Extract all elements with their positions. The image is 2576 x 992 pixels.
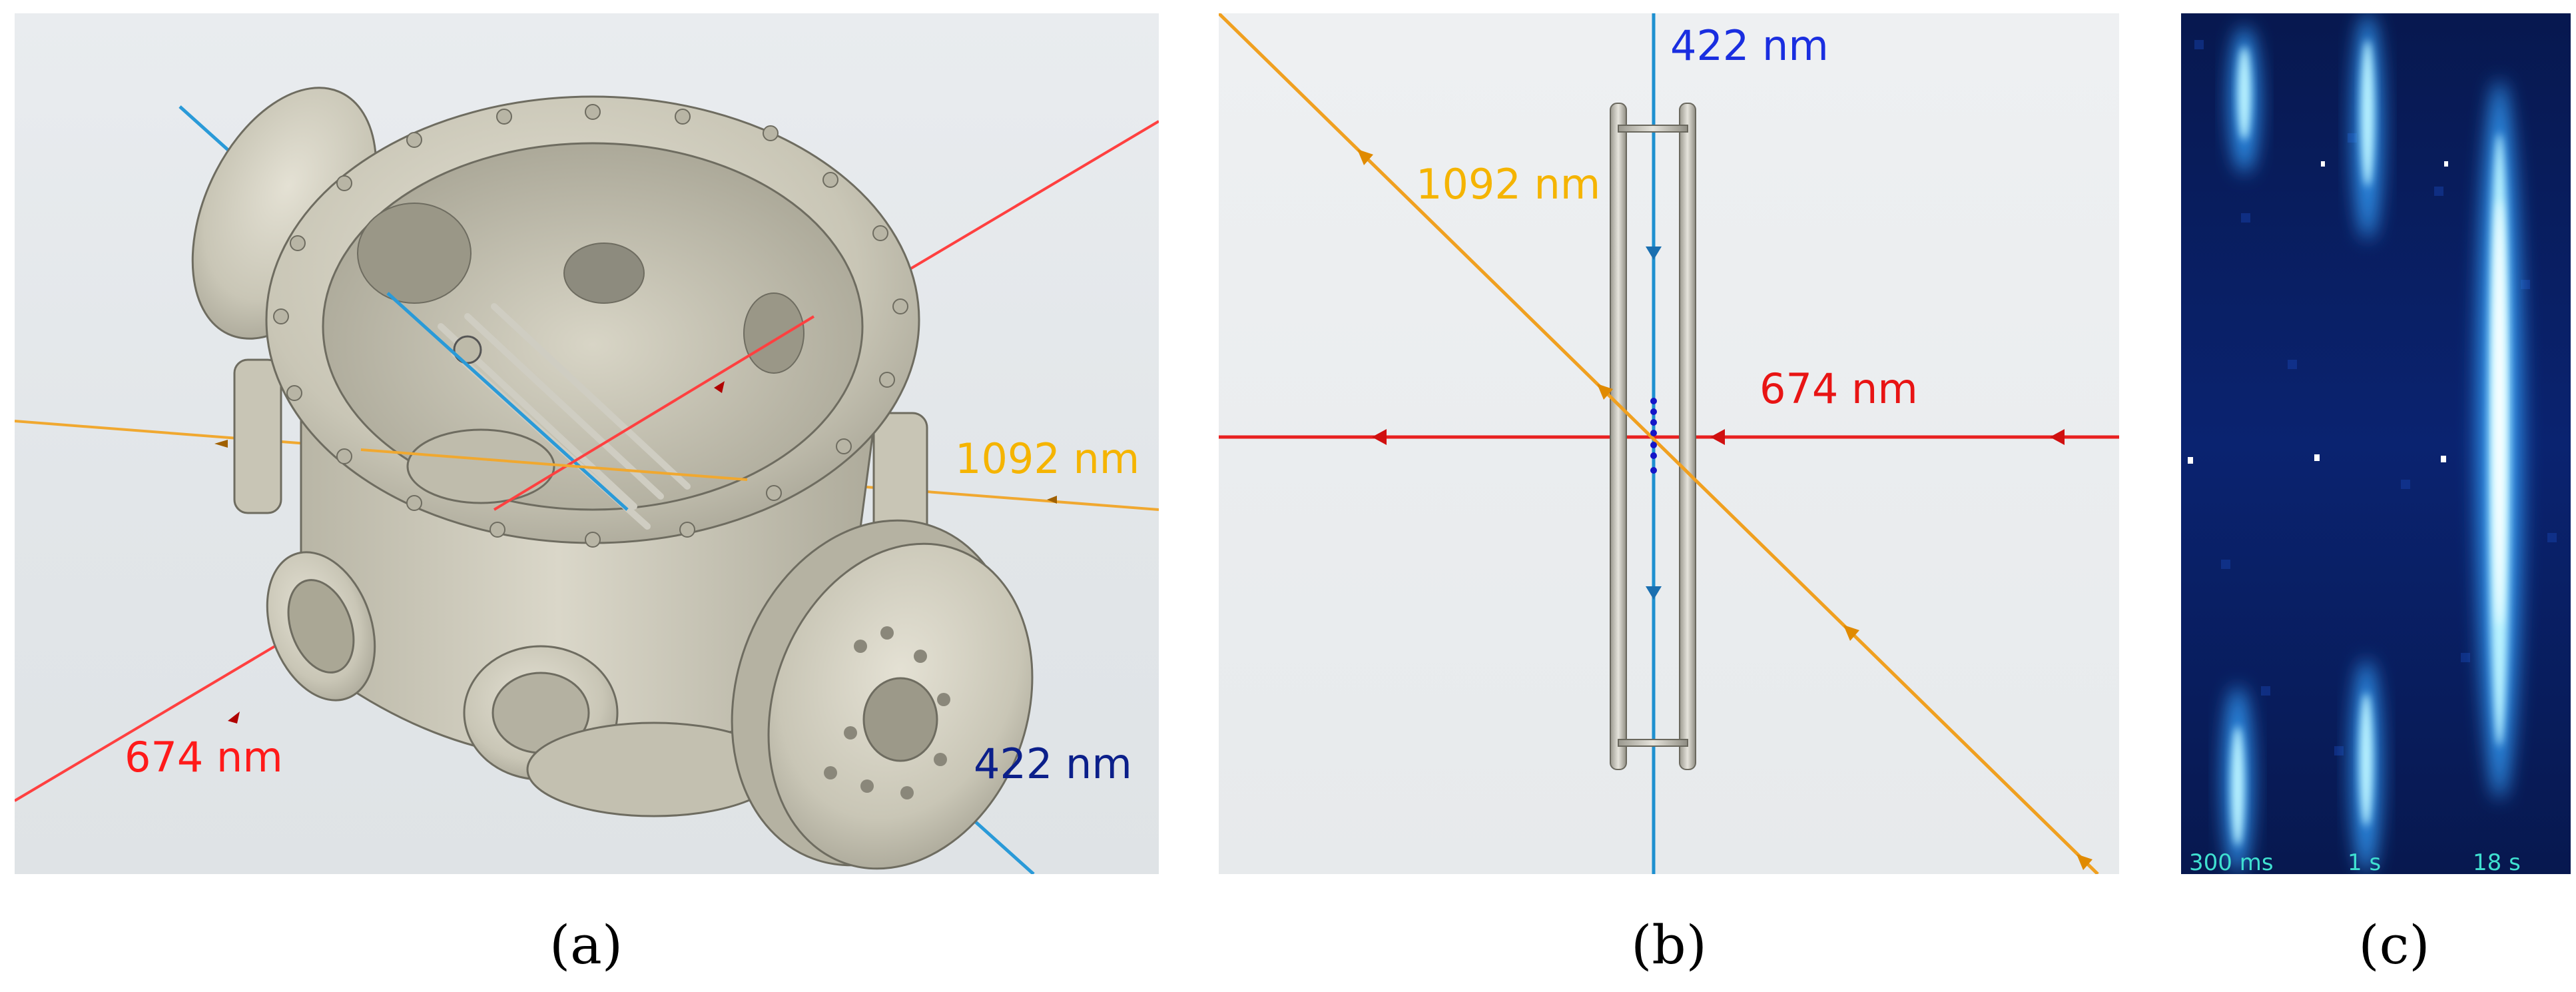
- trapped-ions: [1650, 398, 1657, 474]
- label-422-nm: 422 nm: [974, 740, 1132, 788]
- panel-a-chamber-render: 1092 nm 674 nm 422 nm: [15, 13, 1159, 874]
- top-flange: [265, 95, 920, 548]
- left-side-port: [233, 358, 282, 514]
- panel-b-beam-geometry: 422 nm 1092 nm 674 nm: [1219, 13, 2119, 874]
- trap-rods: [1610, 103, 1696, 770]
- beam-geometry-drawing: 422 nm 1092 nm 674 nm: [1219, 13, 2119, 874]
- ion-column-1s: [2352, 13, 2382, 873]
- chamber-drawing: 1092 nm 674 nm 422 nm: [15, 87, 1159, 874]
- time-label-1s: 1 s: [2348, 849, 2381, 874]
- rod-crossbar-top: [1618, 125, 1688, 133]
- arrow-674-2: [1710, 429, 1725, 445]
- arrow-1092-4: [2077, 854, 2093, 870]
- rod-crossbar-bottom: [1618, 739, 1688, 747]
- arrow-1092-1: [1357, 149, 1373, 165]
- label-422-nm: 422 nm: [1670, 21, 1829, 70]
- fluorescence-image: 300 ms 1 s 18 s: [2181, 13, 2571, 874]
- panel-c-fluorescence-image: 300 ms 1 s 18 s: [2181, 13, 2571, 874]
- arrow-1092-2: [1597, 384, 1613, 400]
- caption-b: (b): [1631, 914, 1707, 976]
- rod-left: [1610, 103, 1627, 770]
- beam-arrow-markers: [214, 381, 1057, 724]
- arrow-422-2: [1646, 586, 1662, 600]
- front-left-viewport: [266, 551, 376, 702]
- ion-column-300ms: [2223, 27, 2259, 873]
- reference-markers: [2188, 161, 2448, 464]
- time-label-18s: 18 s: [2473, 849, 2521, 874]
- arrow-674-1: [2050, 429, 2065, 445]
- arrow-1092-3: [1843, 625, 1859, 641]
- time-label-300ms: 300 ms: [2189, 849, 2274, 874]
- caption-c: (c): [2358, 914, 2430, 976]
- arrow-422-1: [1646, 247, 1662, 260]
- beam-674-nm-inner: [493, 315, 815, 511]
- label-1092-nm: 1092 nm: [955, 434, 1139, 483]
- ion-column-18s: [2477, 80, 2522, 799]
- label-1092-nm: 1092 nm: [1416, 160, 1600, 209]
- rod-right: [1679, 103, 1696, 770]
- caption-a: (a): [549, 914, 623, 976]
- label-674-nm: 674 nm: [125, 733, 283, 781]
- beam-direction-arrows: [1357, 149, 2093, 870]
- arrow-674-3: [1372, 429, 1387, 445]
- beam-422-nm-inner: [386, 292, 629, 511]
- label-674-nm: 674 nm: [1760, 364, 1918, 413]
- front-right-feedthrough-flange: [731, 519, 1034, 870]
- beam-1092-nm-inner: [360, 448, 748, 481]
